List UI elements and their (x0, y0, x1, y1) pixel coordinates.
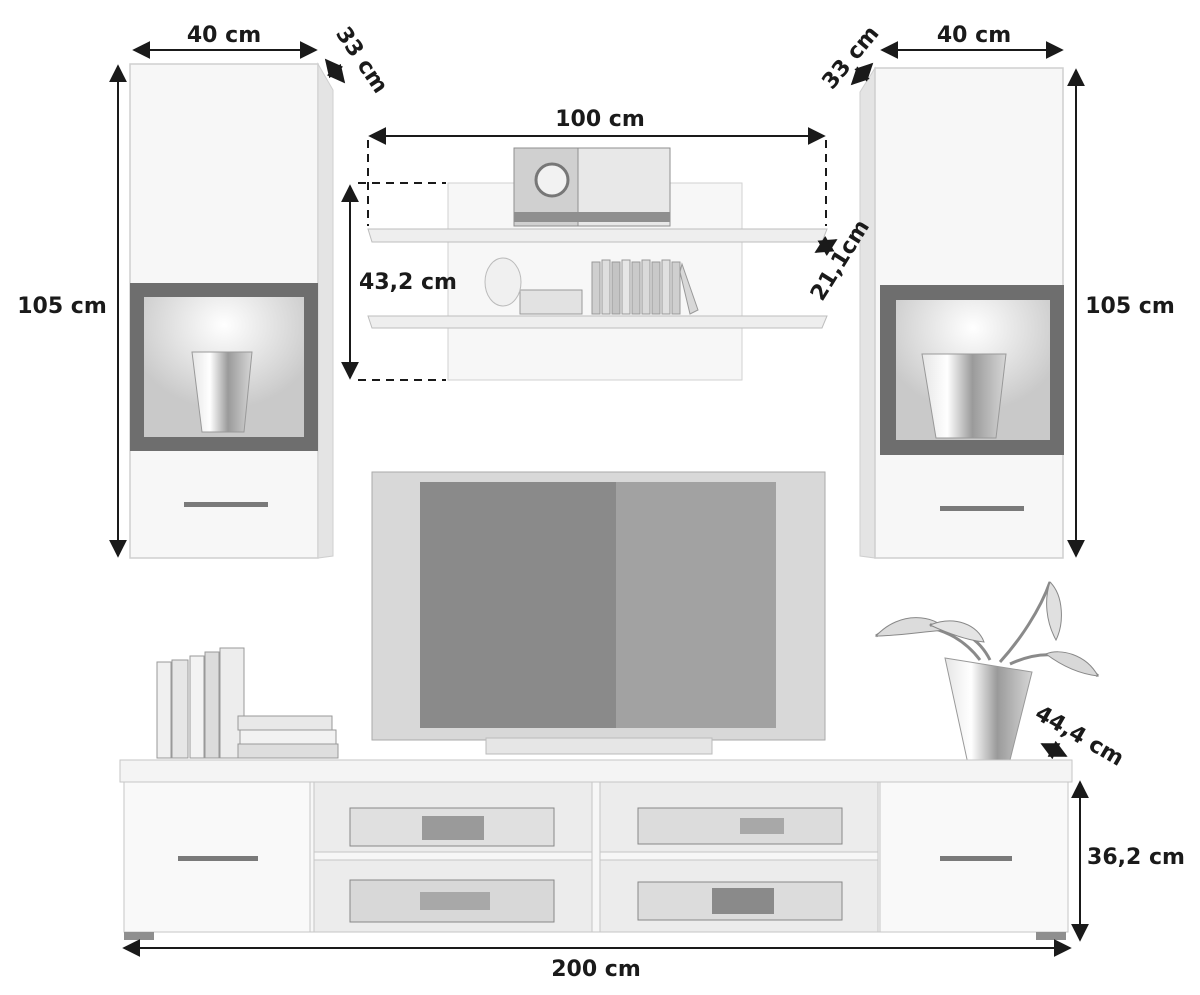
lower-shelf-board (367, 315, 828, 329)
label-left-cabinet-width: 40 cm (187, 23, 261, 48)
right-cabinet-vase (921, 353, 1007, 439)
label-right-cabinet-height: 105 cm (1085, 294, 1175, 319)
arrow-right-cabinet-depth (850, 62, 874, 86)
arrow-shelf-depth (814, 235, 838, 257)
lowboard-right-handle (940, 856, 1012, 861)
tv-screen-right (616, 482, 776, 728)
arrow-lowboard-depth (1040, 740, 1068, 760)
tv-screen-left (420, 482, 616, 728)
label-lowboard-height: 36,2 cm (1087, 845, 1185, 870)
wall-shelf (367, 147, 828, 381)
shelf-book-stack (519, 289, 583, 315)
television (371, 471, 826, 755)
lowboard (119, 759, 1073, 940)
dimension-arrows (109, 41, 1089, 957)
av-receiver-top-left (349, 807, 555, 847)
left-cabinet-vase (191, 351, 253, 433)
plant-vase (874, 581, 1100, 765)
tv-stand (485, 737, 713, 755)
shelf-figurine (484, 257, 522, 307)
label-lowboard-width: 200 cm (551, 957, 641, 982)
label-right-cabinet-width: 40 cm (937, 23, 1011, 48)
lowboard-top (119, 759, 1073, 783)
right-cabinet-handle (940, 506, 1024, 511)
lowboard-left-handle (178, 856, 258, 861)
dvd-recorder-top-right (637, 807, 843, 845)
label-left-cabinet-depth: 33 cm (330, 23, 392, 99)
label-shelf-height: 43,2 cm (359, 270, 457, 295)
dashed-guides (358, 140, 827, 381)
right-wall-cabinet (859, 66, 1064, 559)
upper-shelf-board (367, 228, 828, 243)
dvd-player-bottom-left (349, 879, 555, 923)
receiver-bottom-right (637, 881, 843, 921)
label-shelf-width: 100 cm (555, 107, 645, 132)
label-left-cabinet-height: 105 cm (17, 294, 107, 319)
left-cabinet-handle (184, 502, 268, 507)
arrow-left-cabinet-depth (324, 58, 346, 84)
left-wall-cabinet (129, 62, 334, 559)
lowboard-books (156, 647, 339, 759)
shelf-cds (591, 259, 699, 315)
